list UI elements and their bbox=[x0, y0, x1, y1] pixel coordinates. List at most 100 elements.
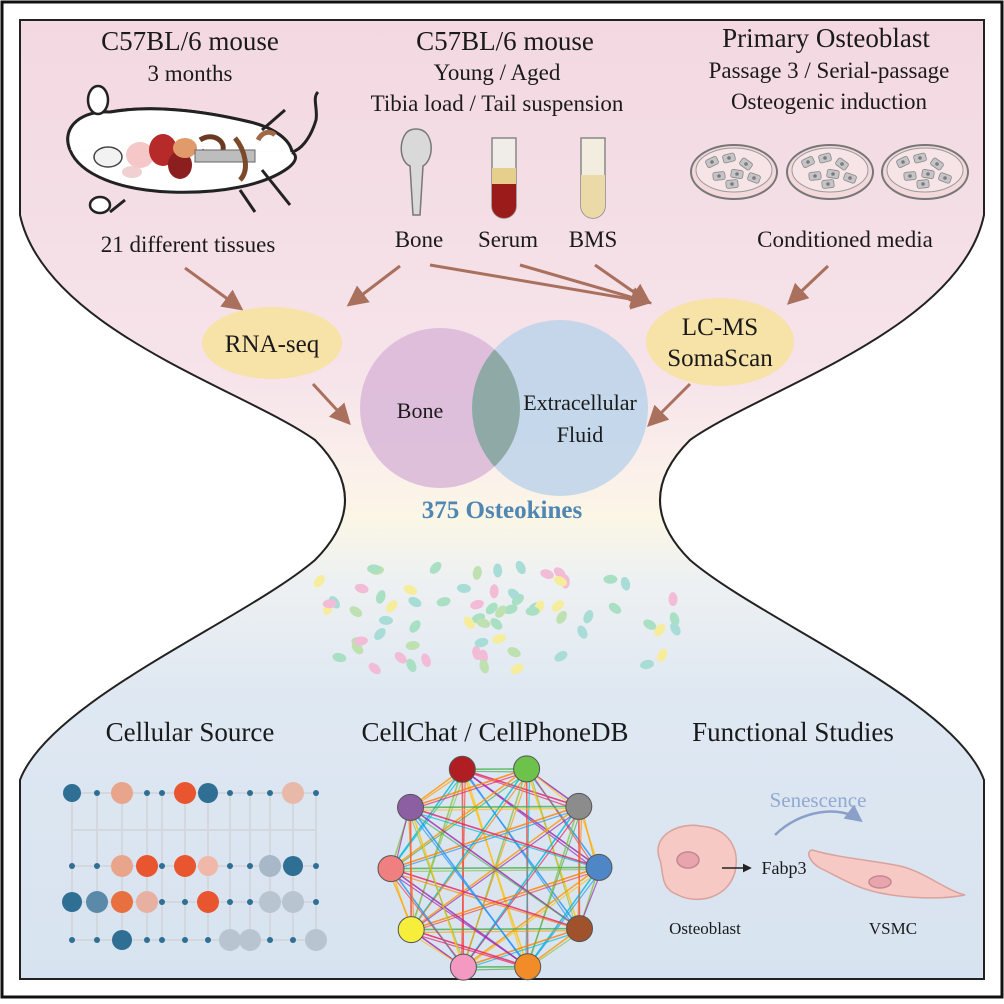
dot bbox=[198, 783, 218, 803]
dot bbox=[219, 929, 241, 951]
dot bbox=[112, 930, 132, 950]
osteoblast-label: Osteoblast bbox=[669, 919, 741, 938]
dot bbox=[227, 790, 233, 796]
dot bbox=[174, 855, 196, 877]
sample-bms: BMS bbox=[569, 227, 618, 252]
cell-nucleus bbox=[710, 160, 714, 164]
network-node bbox=[378, 856, 404, 882]
cell-nucleus bbox=[813, 174, 817, 178]
venn-right-label-2: Fluid bbox=[557, 422, 603, 447]
cell-nucleus bbox=[918, 156, 922, 160]
cell-nucleus bbox=[823, 156, 827, 160]
dot bbox=[305, 929, 327, 951]
petri-dish-icon bbox=[691, 145, 968, 199]
dot bbox=[283, 856, 303, 876]
dot bbox=[198, 856, 218, 876]
dot bbox=[313, 899, 319, 905]
dot bbox=[247, 863, 253, 869]
osteoblast-line1: Passage 3 / Serial-passage bbox=[709, 58, 950, 83]
panel-cellchat-title: CellChat / CellPhoneDB bbox=[362, 717, 629, 747]
vsmc-label: VSMC bbox=[869, 919, 917, 938]
mouse2-title: C57BL/6 mouse bbox=[416, 26, 594, 56]
cell-nucleus bbox=[901, 160, 905, 164]
dot bbox=[205, 937, 211, 943]
dot bbox=[94, 863, 100, 869]
sample-bone: Bone bbox=[395, 227, 444, 252]
dot bbox=[144, 937, 150, 943]
dot bbox=[174, 782, 196, 804]
dot bbox=[227, 899, 233, 905]
network-node bbox=[450, 954, 476, 980]
senescence-label: Senescence bbox=[770, 788, 867, 812]
serum-tube-icon bbox=[492, 138, 516, 218]
osteoblast-caption: Conditioned media bbox=[757, 227, 933, 252]
network-node bbox=[515, 954, 541, 980]
cell-nucleus bbox=[806, 160, 810, 164]
dot bbox=[313, 790, 319, 796]
cell-nucleus bbox=[730, 182, 734, 186]
cell-nucleus bbox=[848, 176, 852, 180]
petri-dish bbox=[882, 145, 968, 199]
dot bbox=[282, 891, 304, 913]
rnaseq-label: RNA-seq bbox=[225, 331, 320, 358]
dot bbox=[111, 782, 133, 804]
dot bbox=[62, 892, 82, 912]
dot bbox=[159, 863, 165, 869]
cell-nucleus bbox=[921, 182, 925, 186]
dot bbox=[267, 790, 273, 796]
dot bbox=[247, 790, 253, 796]
osteoblast-title: Primary Osteoblast bbox=[722, 23, 930, 53]
dot bbox=[159, 899, 165, 905]
dot bbox=[111, 855, 133, 877]
network-node bbox=[567, 916, 593, 942]
network-node bbox=[398, 917, 424, 943]
osteokine-particle bbox=[603, 575, 617, 584]
dot bbox=[159, 790, 165, 796]
cell-nucleus bbox=[926, 172, 930, 176]
dot bbox=[136, 855, 158, 877]
cell-nucleus bbox=[831, 172, 835, 176]
dot bbox=[94, 937, 100, 943]
dot bbox=[144, 790, 150, 796]
dot bbox=[247, 899, 253, 905]
dot bbox=[259, 855, 281, 877]
network-node bbox=[449, 756, 475, 782]
dot bbox=[313, 863, 319, 869]
dot bbox=[227, 863, 233, 869]
dot bbox=[136, 891, 158, 913]
cell-nucleus bbox=[752, 176, 756, 180]
cell-nucleus bbox=[908, 174, 912, 178]
dot bbox=[63, 784, 81, 802]
dot bbox=[239, 929, 261, 951]
network-edge bbox=[411, 806, 579, 807]
cell-nucleus bbox=[735, 172, 739, 176]
dot bbox=[69, 863, 75, 869]
dot bbox=[86, 891, 108, 913]
dot bbox=[182, 937, 188, 943]
network-node bbox=[514, 756, 540, 782]
dot bbox=[290, 937, 296, 943]
network-node bbox=[566, 793, 592, 819]
ms-badge bbox=[646, 298, 794, 386]
dot bbox=[282, 782, 304, 804]
dot bbox=[111, 891, 133, 913]
bms-tube-icon bbox=[581, 138, 605, 218]
network-node bbox=[586, 854, 612, 880]
fabp3-label: Fabp3 bbox=[762, 858, 807, 878]
panel-cellular-source-title: Cellular Source bbox=[106, 717, 275, 747]
osteoblast-line2: Osteogenic induction bbox=[731, 89, 928, 114]
dot bbox=[197, 891, 219, 913]
dot bbox=[69, 937, 75, 943]
petri-dish bbox=[787, 145, 873, 199]
result-title: 375 Osteokines bbox=[422, 497, 583, 524]
cell-nucleus bbox=[840, 162, 844, 166]
dot bbox=[159, 937, 165, 943]
cell-nucleus bbox=[717, 174, 721, 178]
sample-serum: Serum bbox=[478, 227, 538, 252]
mouse1-caption: 21 different tissues bbox=[101, 232, 276, 257]
ms-label-line2: SomaScan bbox=[667, 345, 773, 372]
dot bbox=[182, 899, 188, 905]
ms-label-line1: LC-MS bbox=[682, 314, 758, 341]
